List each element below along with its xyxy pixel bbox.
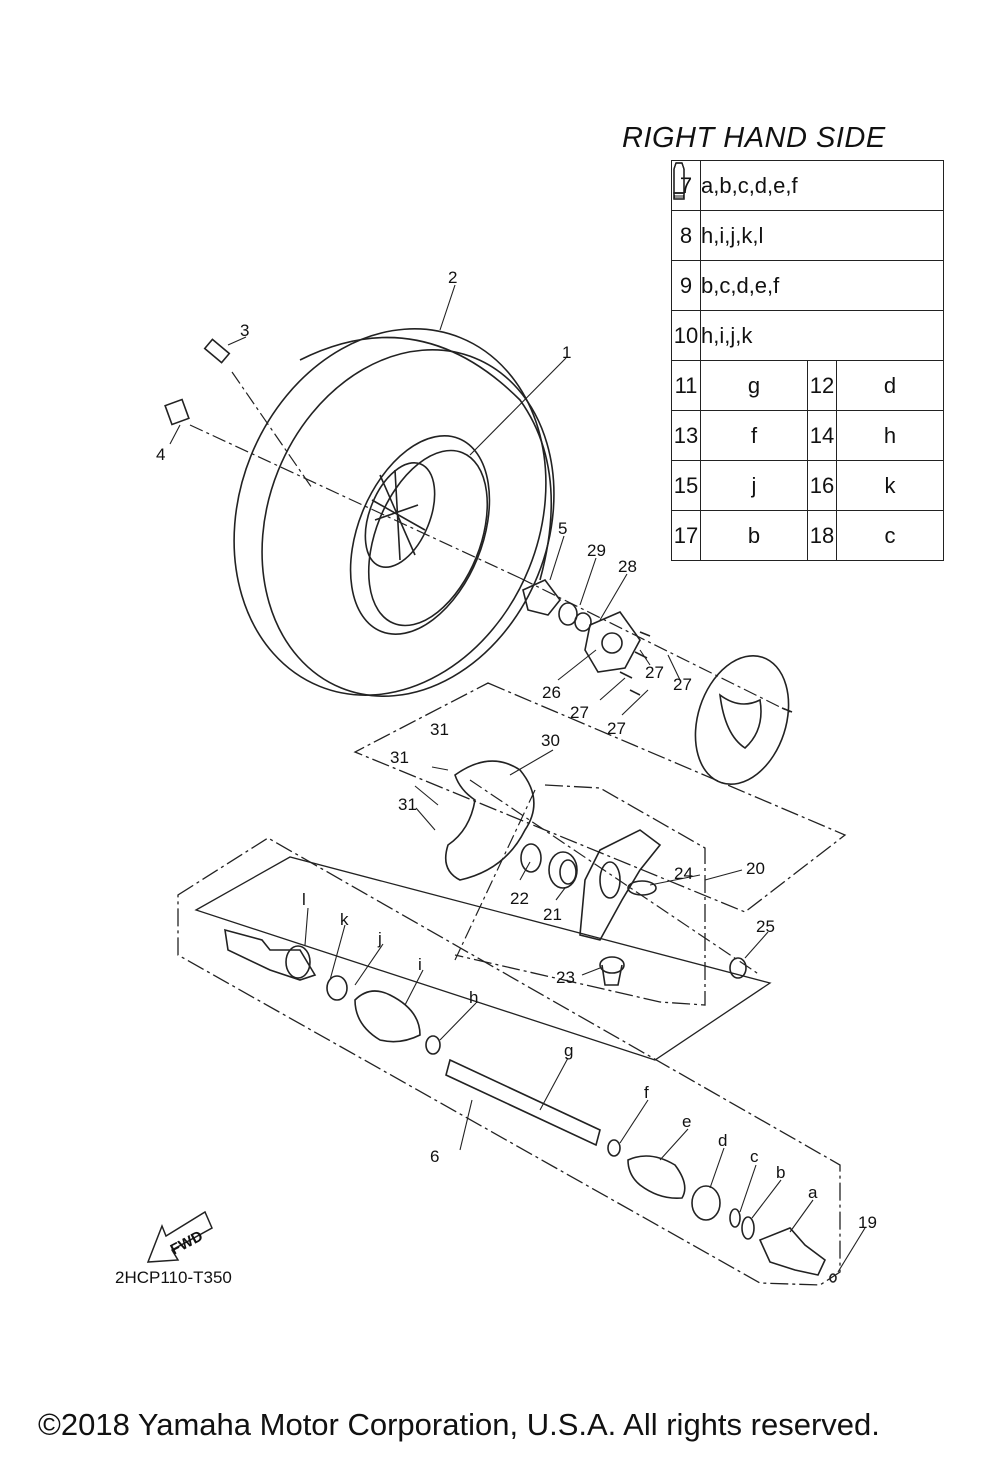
callout-4: 4 [156,445,165,464]
callout-j: j [377,929,382,948]
row-value: j [700,460,808,511]
copyright-notice: ©2018 Yamaha Motor Corporation, U.S.A. A… [38,1407,880,1442]
valve-stem-drawing [164,338,231,426]
drive-shaft-inner-outline [194,856,772,1061]
row-value: k [836,460,944,511]
row-number: 16 [807,460,837,511]
callout-f: f [644,1083,649,1102]
row-value: h,i,j,k [672,161,944,361]
callout-31: 31 [398,795,417,814]
row-value: a,b,c,d,e,f [672,160,944,211]
row-value: g [700,360,808,411]
row-value: f [700,410,808,461]
callout-27: 27 [607,719,626,738]
callout-20: 20 [746,859,765,878]
outboard-joint-drawing [224,928,317,981]
inboard-joint-drawing [758,1227,837,1283]
callout-26: 26 [542,683,561,702]
callout-24: 24 [674,864,693,883]
axle-shaft-drawing [445,1058,601,1147]
row-value: b,c,d,e,f [672,161,944,311]
part-letters: a,b,c,d,e,f [701,172,798,198]
disc-guard-drawing [444,760,535,881]
row-number: 17 [671,510,701,561]
row-value: c [836,510,944,561]
hub-nut-drawing [522,579,592,632]
callout-e: e [682,1112,691,1131]
axis-lines [189,371,791,976]
callout-g: g [564,1041,573,1060]
callout-2: 2 [448,268,457,287]
row-number: 13 [671,410,701,461]
callout-d: d [718,1131,727,1150]
callout-6: 6 [430,1147,439,1166]
brake-disc-drawing [694,654,793,786]
hub-drawing [584,611,651,696]
callout-27: 27 [673,675,692,694]
callout-31: 31 [430,720,449,739]
row-number: 9 [671,260,701,311]
part-letters: h,i,j,k [701,322,753,348]
callout-5: 5 [558,519,567,538]
callout-3: 3 [240,321,249,340]
callout-i: i [418,955,422,974]
tire-drawing [233,328,555,697]
callout-labels: 1234561920212223242526272727272829303131… [156,268,877,1232]
callout-27: 27 [570,703,589,722]
side-heading: RIGHT HAND SIDE [622,122,886,154]
callout-l: l [302,890,306,909]
row-number: 14 [807,410,837,461]
callout-b: b [776,1163,785,1182]
row-number: 15 [671,460,701,511]
row-number: 8 [671,210,701,261]
callout-22: 22 [510,889,529,908]
callout-k: k [340,910,349,929]
callout-25: 25 [756,917,775,936]
circlip-25-drawing [729,957,747,979]
callout-28: 28 [618,557,637,576]
ball-joint-drawing [599,956,625,986]
callout-c: c [750,1147,759,1166]
callout-31: 31 [390,748,409,767]
inner-boot-drawing [607,1139,755,1240]
row-number: 12 [807,360,837,411]
row-number: 11 [671,360,701,411]
bearing-drawing [520,843,578,889]
fwd-arrow-icon [146,1210,213,1263]
boot-drawing [326,975,441,1055]
callout-21: 21 [543,905,562,924]
row-value: h,i,j,k,l [672,161,944,261]
knuckle-group-outline [454,784,706,1006]
wheel-rim-drawing [349,435,491,635]
knuckle-drawing [579,829,662,941]
diagram-code: 2HCP110-T350 [115,1268,232,1287]
row-number: 10 [671,310,701,361]
callout-30: 30 [541,731,560,750]
callout-19: 19 [858,1213,877,1232]
row-value: h [836,410,944,461]
part-letters: b,c,d,e,f [701,272,780,298]
callout-a: a [808,1183,818,1202]
leader-lines [169,284,866,1273]
row-value: b [700,510,808,561]
row-value: d [836,360,944,411]
callout-23: 23 [556,968,575,987]
callout-27: 27 [645,663,664,682]
callout-h: h [469,988,478,1007]
callout-1: 1 [562,343,571,362]
part-letters: h,i,j,k,l [701,222,764,248]
row-number: 18 [807,510,837,561]
callout-29: 29 [587,541,606,560]
